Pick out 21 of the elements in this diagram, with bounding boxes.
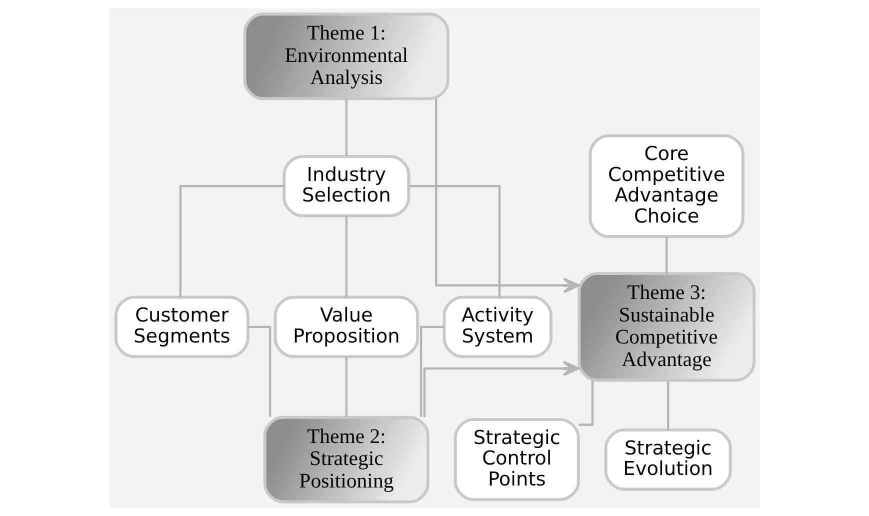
connector <box>419 326 444 417</box>
connector <box>248 326 271 417</box>
node-box: Core Competitive Advantage Choice <box>588 134 744 238</box>
node-box: Theme 3: Sustainable Competitive Advantage <box>577 272 756 382</box>
node-box: Customer Segments <box>114 296 249 358</box>
connector <box>344 98 348 156</box>
node-box: Industry Selection <box>282 154 410 218</box>
connector <box>665 236 668 274</box>
node-box: Theme 1: Environmental Analysis <box>242 12 449 100</box>
node-box: Value Proposition <box>273 296 419 358</box>
connector <box>344 216 348 298</box>
node-box: Activity System <box>442 296 552 358</box>
node-box: Strategic Control Points <box>453 418 580 502</box>
arrow <box>422 360 580 418</box>
arrow <box>434 98 580 294</box>
connector <box>666 380 669 430</box>
connector <box>344 357 348 418</box>
node-box: Theme 2: Strategic Positioning <box>262 416 429 504</box>
node-box: Strategic Evolution <box>604 428 732 491</box>
connector <box>408 185 500 298</box>
connector <box>178 185 284 298</box>
